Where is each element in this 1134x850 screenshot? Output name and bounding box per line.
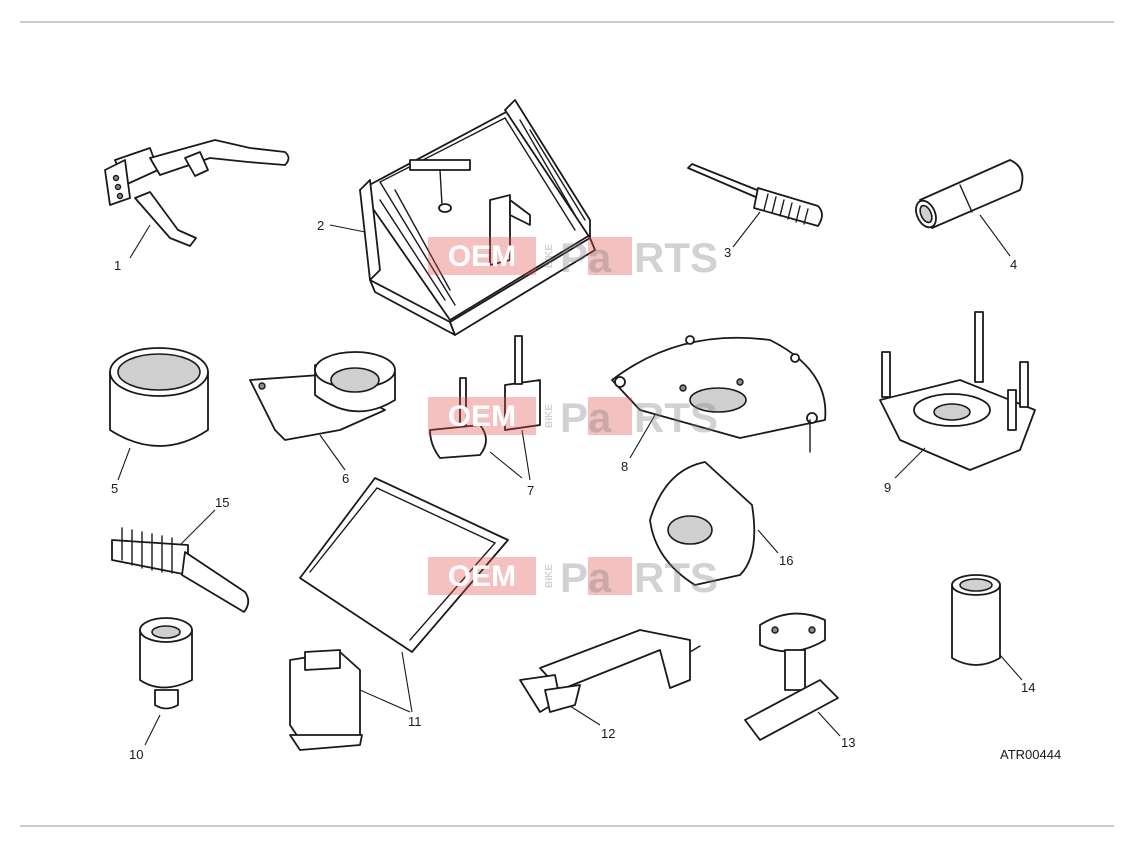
svg-text:BIKE: BIKE [544,564,555,588]
part-15-threaded-tool [111,509,250,613]
svg-text:Pa: Pa [560,394,612,441]
svg-text:RTS: RTS [634,394,718,441]
callout-11: 11 [408,714,422,729]
svg-text:BIKE: BIKE [544,404,555,428]
part-9-fixture [879,311,1036,479]
diagram-code: ATR00444 [1000,747,1061,762]
svg-text:BIKE: BIKE [544,244,555,268]
part-2-engine-stand [329,99,596,336]
part-13-t-handle [744,612,841,741]
svg-text:OEM: OEM [448,560,516,593]
callout-10: 10 [129,747,143,762]
part-1-clamp-lever [104,139,290,259]
part-7-pins [429,335,541,481]
part-14-sleeve [951,574,1023,681]
part-11-tray [289,477,509,751]
svg-text:OEM: OEM [448,240,516,273]
svg-text:Pa: Pa [560,234,612,281]
svg-text:Pa: Pa [560,554,612,601]
watermark-top: OEM BIKE Pa RTS [428,234,718,281]
part-8-plate [611,335,827,459]
svg-text:OEM: OEM [448,400,516,433]
callout-12: 12 [601,726,615,741]
watermark-bottom: OEM BIKE Pa RTS [428,554,718,601]
callout-13: 13 [841,735,855,750]
part-6-bracket [249,351,396,471]
part-12-arm [519,629,701,726]
callout-5: 5 [111,481,118,496]
watermark-middle: OEM BIKE Pa RTS [428,394,718,441]
part-5-ring [109,347,209,481]
part-16-adapter [649,461,779,586]
callout-1: 1 [114,258,121,273]
part-4-socket [915,159,1024,257]
callout-4: 4 [1010,257,1017,272]
part-3-pin-tool [687,163,823,248]
callout-3: 3 [724,245,731,260]
svg-text:RTS: RTS [634,554,718,601]
callout-16: 16 [779,553,793,568]
callout-9: 9 [884,480,891,495]
callout-8: 8 [621,459,628,474]
callout-15: 15 [215,495,229,510]
svg-text:RTS: RTS [634,234,718,281]
part-10-bushing [139,617,193,746]
callout-6: 6 [342,471,349,486]
callout-7: 7 [527,483,534,498]
callout-14: 14 [1021,680,1035,695]
callout-2: 2 [317,218,324,233]
